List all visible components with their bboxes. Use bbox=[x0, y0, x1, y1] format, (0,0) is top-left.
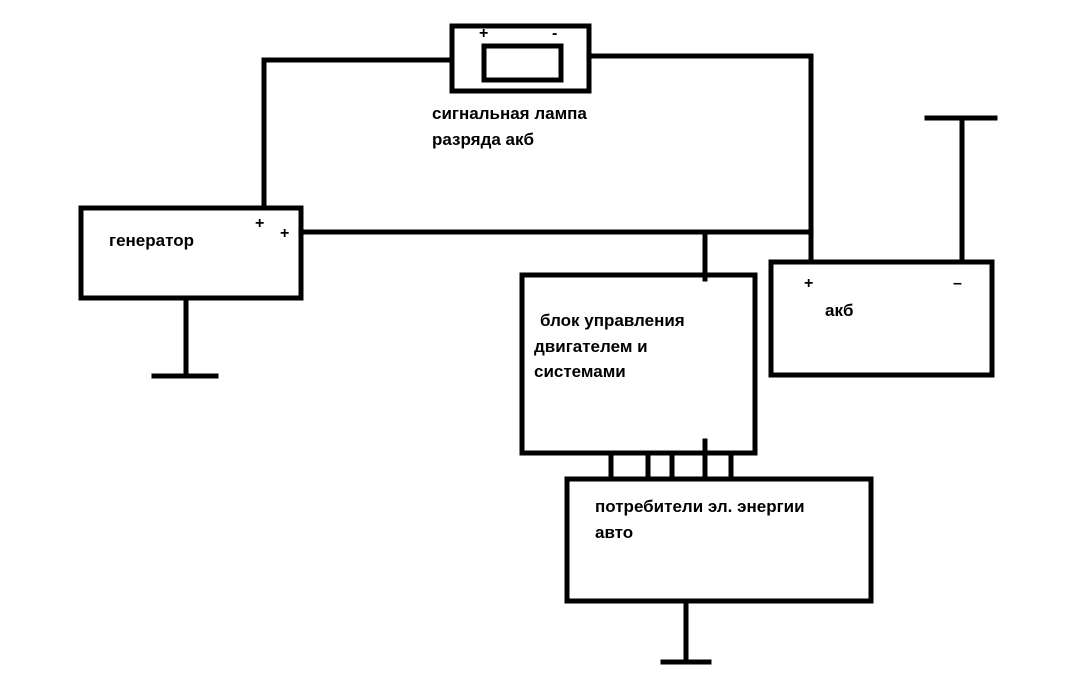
ecu-box bbox=[519, 272, 758, 456]
lamp-to-battery-wire bbox=[586, 53, 814, 264]
ecu-label-line-1: блок управления bbox=[540, 311, 685, 330]
lamp-to-generator-wire bbox=[261, 57, 455, 210]
signal-lamp-label-line-1: сигнальная лампа bbox=[432, 104, 587, 123]
battery-minus-sign: – bbox=[953, 275, 962, 292]
consumers-label-line-2: авто bbox=[595, 523, 634, 542]
ecu-label-line-2: двигателем и bbox=[534, 337, 648, 356]
signal-lamp-element bbox=[481, 43, 564, 83]
lamp-plus-sign: + bbox=[479, 25, 489, 42]
battery-box bbox=[768, 259, 995, 378]
lamp-minus-sign: - bbox=[552, 25, 558, 42]
generator-plus-top: + bbox=[255, 215, 265, 232]
signal-lamp-label-line-2: разряда акб bbox=[432, 130, 535, 149]
consumers-box bbox=[564, 476, 874, 604]
generator-box bbox=[78, 205, 304, 301]
consumers-label-line-1: потребители эл. энергии bbox=[595, 497, 805, 516]
ecu-label-line-3: системами bbox=[534, 362, 626, 381]
battery-plus-sign: + bbox=[804, 275, 814, 292]
generator-label: генератор bbox=[109, 231, 194, 250]
battery-label: акб bbox=[825, 301, 854, 320]
generator-plus-right: + bbox=[280, 225, 290, 242]
